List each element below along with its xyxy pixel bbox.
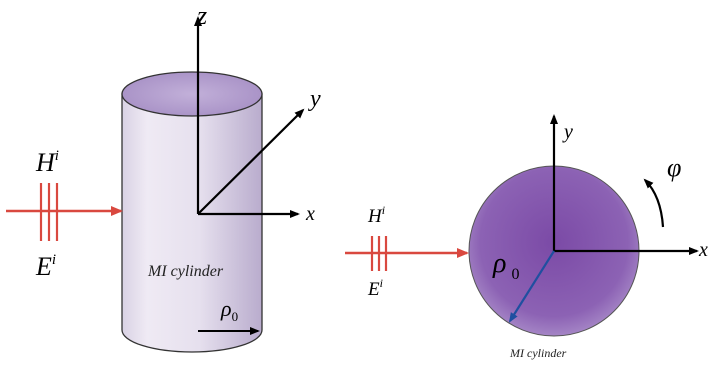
incident-e-label-right: Ei — [367, 276, 383, 300]
radius-arrow-right — [508, 250, 555, 323]
wave-front-lines — [39, 183, 59, 241]
x-axis-label-right: x — [698, 239, 708, 261]
z-axis-label: z — [196, 1, 207, 30]
incident-h-label-right: Hi — [367, 203, 385, 227]
cylinder-label: MI cylinder — [147, 263, 224, 280]
angle-arrow — [643, 178, 665, 228]
incident-h-label: Hi — [35, 148, 59, 177]
cylinder-body — [121, 93, 263, 353]
x-axis-label: x — [305, 203, 315, 225]
y-axis-label: y — [308, 86, 321, 112]
cylinder-top — [121, 71, 263, 117]
y-axis-arrow — [197, 108, 305, 215]
incident-e-label: Ei — [35, 252, 56, 281]
wave-front-lines-right — [370, 236, 388, 271]
y-axis-label-right: y — [562, 121, 573, 143]
left-panel: z y x Hi Ei MI cylinder ρ0 — [6, 1, 321, 353]
cylinder-caption-right: MI cylinder — [509, 346, 567, 360]
radius-label: ρ0 — [220, 296, 238, 324]
angle-label: φ — [667, 153, 681, 182]
